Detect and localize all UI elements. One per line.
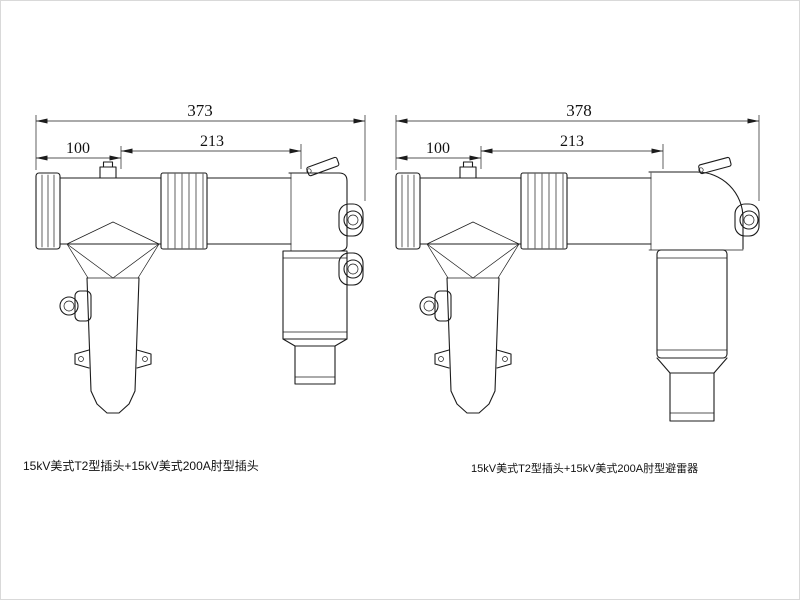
dimensions-left: 373 100 213 (35, 101, 366, 201)
dim-total-left: 373 (187, 101, 213, 120)
dim-span-right: 213 (560, 133, 584, 150)
dim-span-left: 213 (200, 133, 224, 150)
elbow-plug (282, 156, 364, 385)
t-plug-body-left (35, 161, 292, 414)
operating-lever (698, 156, 732, 175)
left-assembly: 373 100 213 (35, 101, 366, 414)
dim-offset-left: 100 (66, 140, 90, 157)
arrester-body (656, 249, 728, 359)
lever-pivot (698, 167, 704, 173)
left-caption: 15kV美式T2型插头+15kV美式200A肘型插头 (23, 459, 259, 473)
right-assembly: 378 100 213 (395, 101, 760, 422)
t-plug-body-right (395, 161, 652, 414)
elbow-arrester (648, 156, 760, 422)
eye-hook (734, 203, 760, 237)
elbow-lower-body (282, 250, 348, 340)
dimensions-right: 378 100 213 (395, 101, 760, 201)
operating-lever (306, 156, 340, 177)
elbow-bottom-tube (282, 338, 348, 385)
dim-total-right: 378 (566, 101, 592, 120)
eye-hook-lower (338, 252, 364, 286)
arrester-bottom-tube (656, 357, 728, 422)
eye-hook-upper (338, 203, 364, 237)
lever-pivot (306, 168, 312, 174)
dim-offset-right: 100 (426, 140, 450, 157)
right-caption: 15kV美式T2型插头+15kV美式200A肘型避雷器 (471, 463, 699, 475)
